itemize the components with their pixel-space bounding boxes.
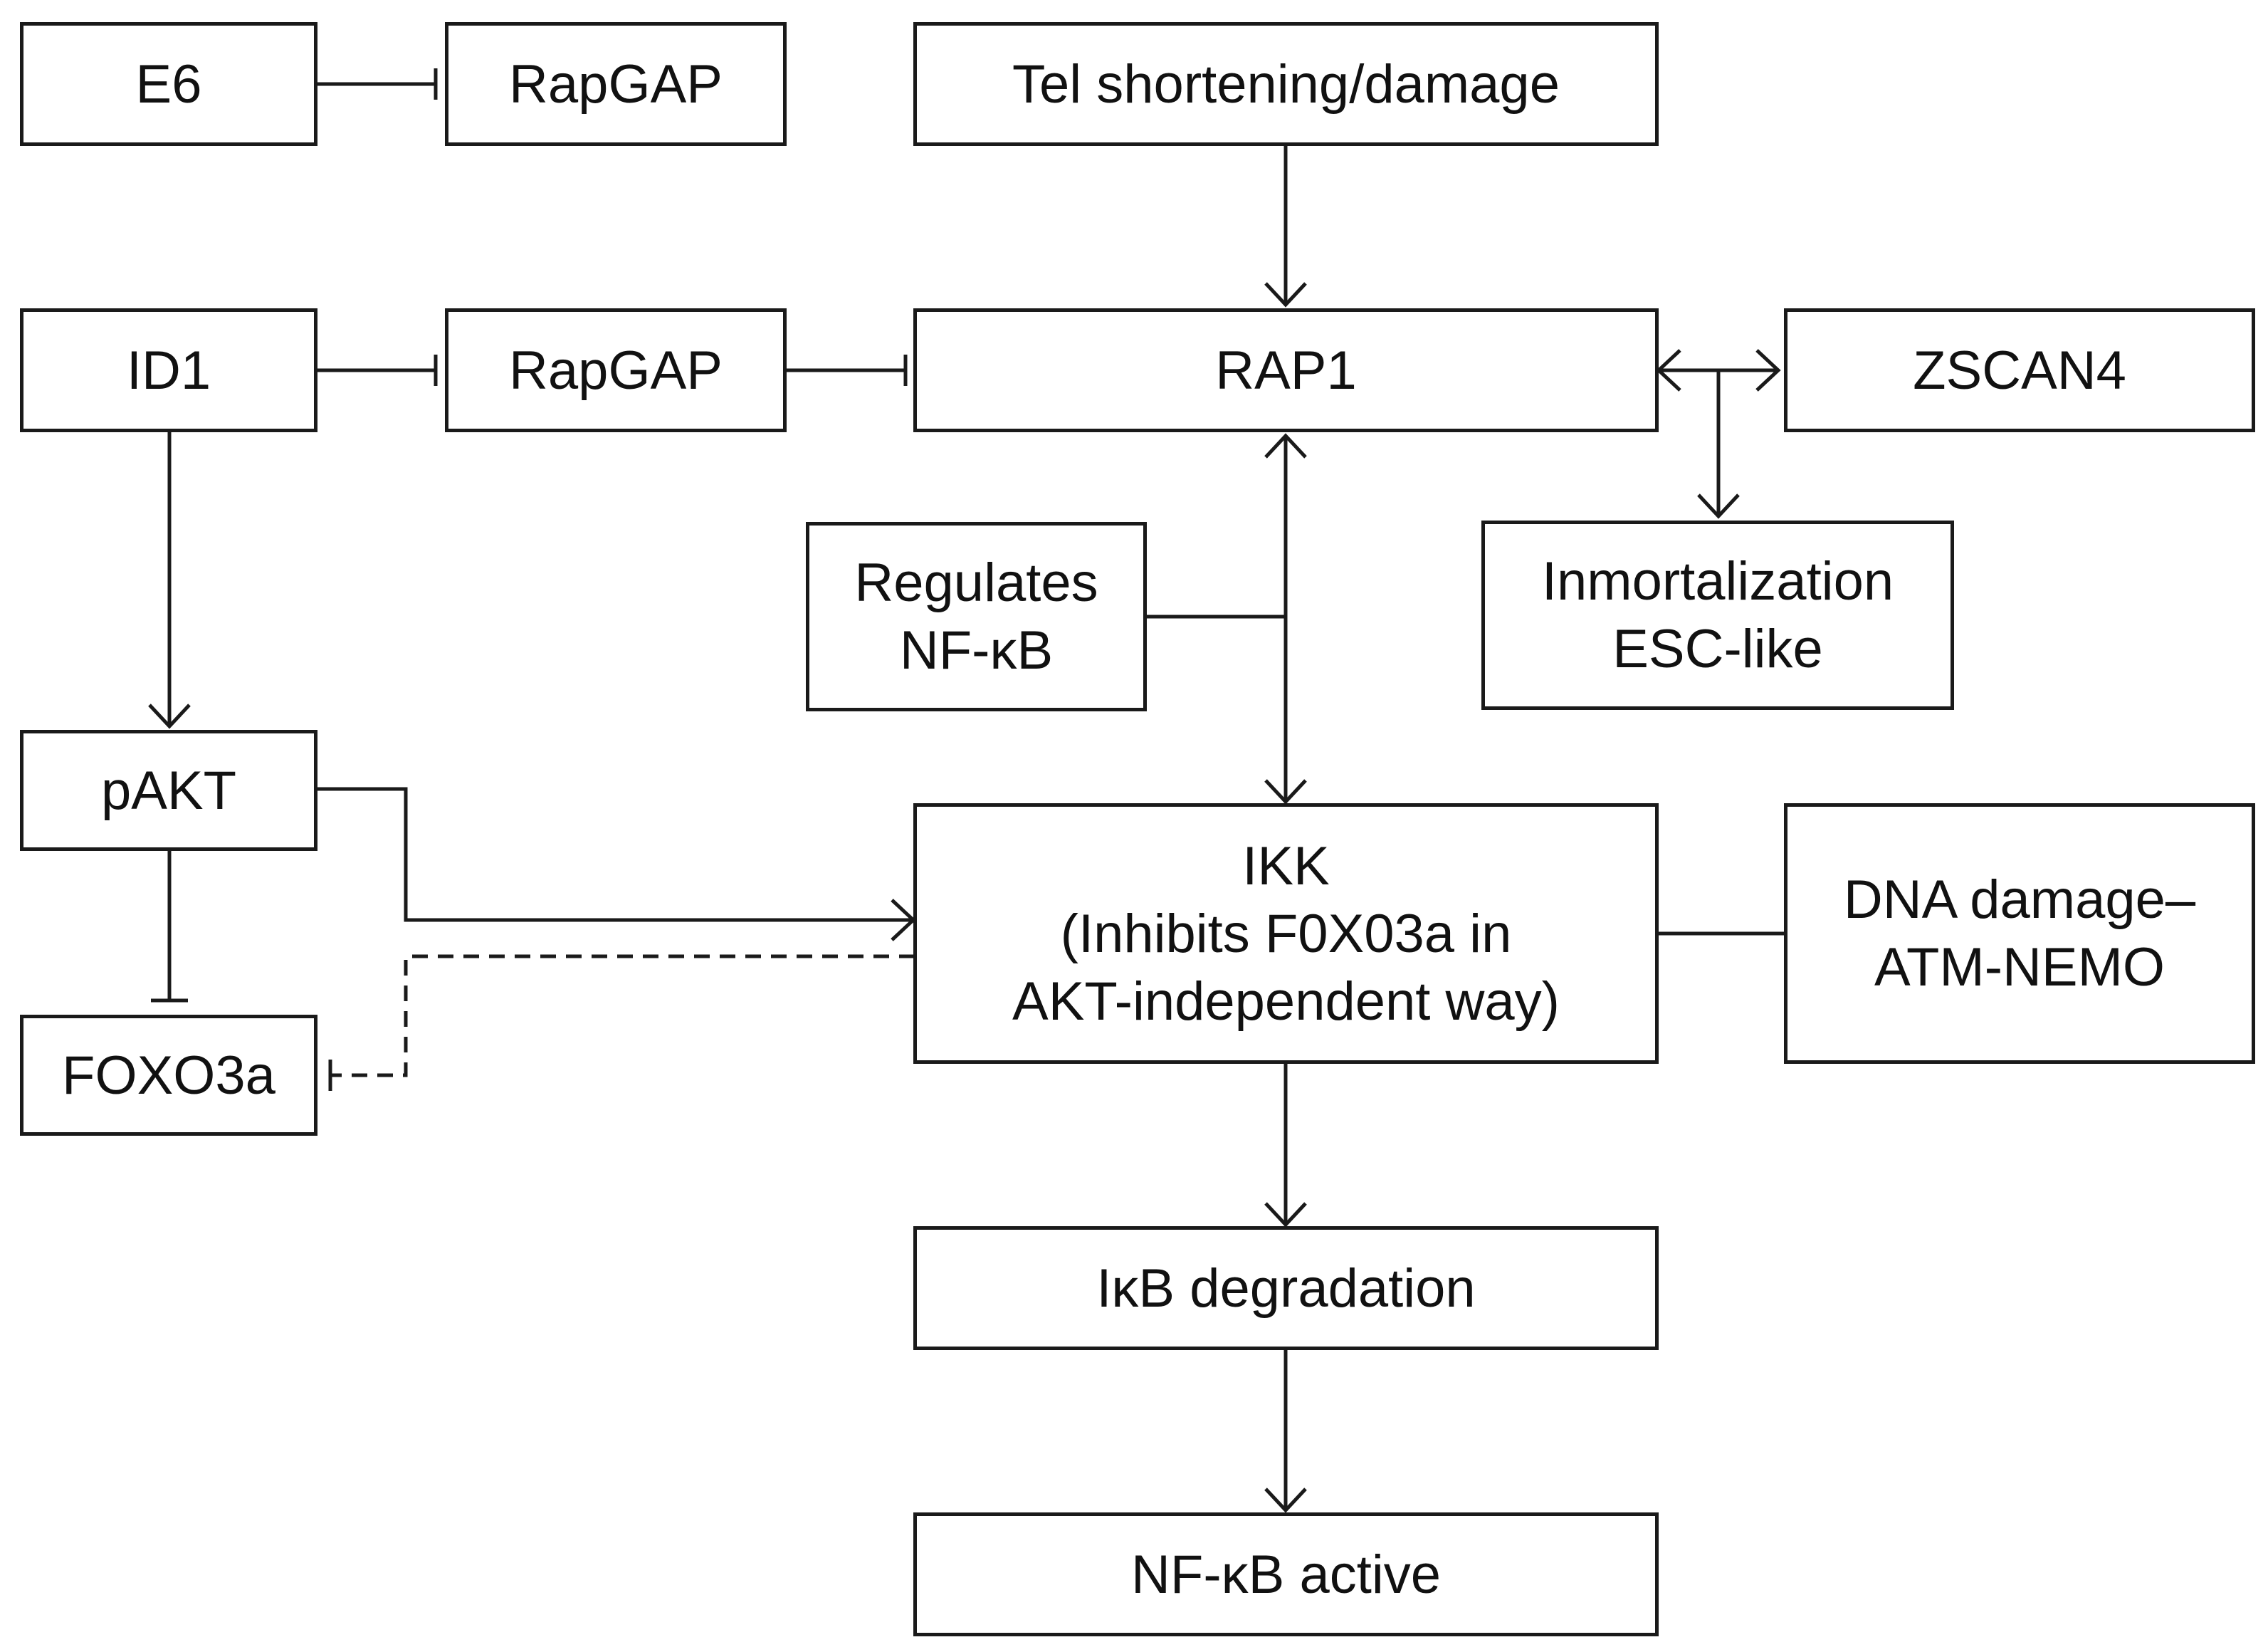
edge-pakt-activates-ikk	[317, 787, 916, 941]
edge-ikk-inhibits-foxo3a-dashed	[328, 954, 915, 1091]
edge-ikb-activates-nfkb	[1264, 1350, 1307, 1513]
node-foxo3a: FOXO3a	[20, 1015, 317, 1136]
node-ikk-line-2: (Inhibits F0X03a in	[1060, 903, 1512, 964]
node-ikb-degradation: IκB degradation	[913, 1226, 1659, 1350]
node-foxo3a-label: FOXO3a	[62, 1045, 275, 1106]
node-tel-shortening-label: Tel shortening/damage	[1012, 53, 1560, 115]
node-inmortalization: Inmortalization ESC-like	[1481, 521, 1954, 710]
node-nfkb-active-label: NF-κB active	[1131, 1544, 1441, 1605]
node-zscan4: ZSCAN4	[1784, 308, 2255, 432]
node-zscan4-label: ZSCAN4	[1913, 340, 2126, 401]
node-rapgap-mid-label: RapGAP	[509, 340, 723, 401]
node-rap1: RAP1	[913, 308, 1659, 432]
node-ikb-degradation-label: IκB degradation	[1096, 1258, 1476, 1319]
node-id1: ID1	[20, 308, 317, 432]
node-regulates-nfkb: Regulates NF-κB	[806, 522, 1147, 711]
node-inmortalization-line-1: Inmortalization	[1541, 551, 1894, 612]
edge-id1-activates-pakt	[148, 431, 191, 729]
node-ikk-line-1: IKK	[1242, 835, 1330, 896]
node-dna-damage-line-2: ATM-NEMO	[1874, 937, 2165, 998]
node-nfkb-active: NF-κB active	[913, 1512, 1659, 1636]
node-pakt-label: pAKT	[100, 760, 237, 821]
node-ikk-line-3: AKT-independent way)	[1012, 971, 1560, 1032]
node-rapgap-top-label: RapGAP	[509, 53, 723, 115]
node-dna-damage-line-1: DNA damage–	[1843, 869, 2196, 930]
node-e6: E6	[20, 22, 317, 146]
node-dna-damage: DNA damage– ATM-NEMO	[1784, 803, 2255, 1064]
node-tel-shortening: Tel shortening/damage	[913, 22, 1659, 146]
node-regulates-nfkb-line-2: NF-κB	[899, 620, 1054, 681]
node-inmortalization-line-2: ESC-like	[1612, 619, 1823, 679]
node-rap1-label: RAP1	[1215, 340, 1357, 401]
node-regulates-nfkb-line-1: Regulates	[854, 553, 1098, 613]
edge-pakt-inhibits-foxo3a	[151, 851, 188, 1003]
edge-rap1-bidirectional-ikk	[1264, 433, 1307, 805]
node-rapgap-mid: RapGAP	[445, 308, 787, 432]
node-ikk: IKK (Inhibits F0X03a in AKT-independent …	[913, 803, 1659, 1064]
edge-tel-activates-rap1	[1264, 146, 1307, 308]
node-id1-label: ID1	[126, 340, 211, 401]
edge-junction-activates-inmortalization	[1697, 370, 1740, 519]
node-rapgap-top: RapGAP	[445, 22, 787, 146]
node-e6-label: E6	[135, 53, 202, 115]
edge-id1-inhibits-rapgap	[317, 355, 438, 386]
node-pakt: pAKT	[20, 730, 317, 851]
edge-rapgap-inhibits-rap1	[787, 355, 908, 386]
edge-e6-inhibits-rapgap	[317, 68, 438, 100]
edge-ikk-activates-ikb	[1264, 1064, 1307, 1228]
